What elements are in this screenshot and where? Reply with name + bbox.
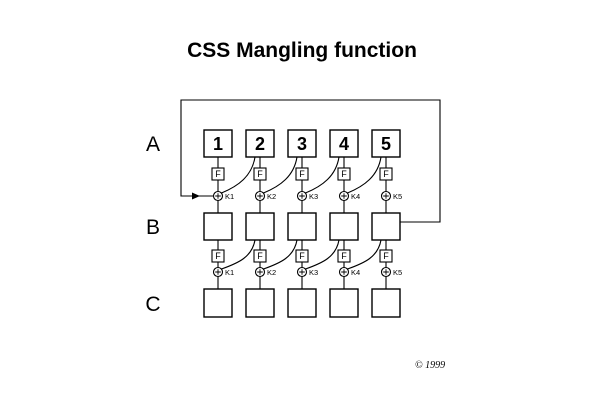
cross-wire xyxy=(347,156,382,194)
copyright-notice: © 1999 xyxy=(415,360,445,371)
xor-icon xyxy=(212,266,224,278)
input-box-5 xyxy=(371,129,401,158)
b-box-4 xyxy=(329,212,359,241)
round-1-cross-wires xyxy=(221,156,382,194)
f-label: F xyxy=(257,251,263,261)
c-box-5 xyxy=(371,288,401,318)
f-label: F xyxy=(299,169,305,179)
f-function-box xyxy=(211,249,225,263)
xor-icon xyxy=(212,190,224,202)
f-label: F xyxy=(341,251,347,261)
input-box-4-label: 4 xyxy=(339,134,349,154)
cross-wire xyxy=(263,239,298,270)
b-box-3 xyxy=(287,212,317,241)
input-box-2 xyxy=(245,129,275,158)
xor-icon xyxy=(380,266,392,278)
f-label: F xyxy=(341,169,347,179)
c-box-1 xyxy=(203,288,233,318)
b-box-1 xyxy=(203,212,233,241)
row-label-c: C xyxy=(145,293,160,316)
xor-icon xyxy=(296,190,308,202)
f-function-box xyxy=(379,167,393,181)
xor-icon xyxy=(254,190,266,202)
f-function-box xyxy=(295,249,309,263)
key-label-k5: K5 xyxy=(393,268,402,277)
key-label-k2: K2 xyxy=(267,268,276,277)
xor-icon xyxy=(296,266,308,278)
b-box-5 xyxy=(371,212,401,241)
f-function-box xyxy=(253,167,267,181)
input-box-1 xyxy=(203,129,233,158)
f-function-box xyxy=(253,249,267,263)
input-box-3 xyxy=(287,129,317,158)
column-2: 2 F K2 F K2 xyxy=(245,129,276,318)
f-function-box xyxy=(379,249,393,263)
f-label: F xyxy=(299,251,305,261)
f-label: F xyxy=(383,169,389,179)
b-box-2 xyxy=(245,212,275,241)
xor-icon xyxy=(380,190,392,202)
row-label-b: B xyxy=(146,216,160,239)
column-3: 3 F K3 F K3 xyxy=(287,129,318,318)
f-label: F xyxy=(257,169,263,179)
input-box-1-label: 1 xyxy=(213,134,223,154)
feedback-wire xyxy=(180,99,441,223)
xor-icon xyxy=(254,266,266,278)
key-label-k4: K4 xyxy=(351,268,360,277)
key-label-k4: K4 xyxy=(351,192,360,201)
f-function-box xyxy=(211,167,225,181)
round-2-cross-wires xyxy=(221,239,382,270)
f-function-box xyxy=(295,167,309,181)
key-label-k5: K5 xyxy=(393,192,402,201)
row-label-a: A xyxy=(146,133,160,156)
f-function-box xyxy=(337,249,351,263)
column-1: 1 F K1 F K1 xyxy=(203,129,234,318)
xor-icon xyxy=(338,266,350,278)
column-4: 4 F K4 F K4 xyxy=(329,129,360,318)
key-label-k3: K3 xyxy=(309,268,318,277)
page-title: CSS Mangling function xyxy=(187,39,417,62)
c-box-2 xyxy=(245,288,275,318)
cross-wire xyxy=(221,239,256,270)
input-box-4 xyxy=(329,129,359,158)
cross-wire xyxy=(305,239,340,270)
input-box-3-label: 3 xyxy=(297,134,307,154)
f-label: F xyxy=(215,251,221,261)
column-5: 5 F K5 F K5 xyxy=(371,129,402,318)
xor-icon xyxy=(338,190,350,202)
key-label-k1: K1 xyxy=(225,192,234,201)
f-label: F xyxy=(383,251,389,261)
key-label-k3: K3 xyxy=(309,192,318,201)
c-box-3 xyxy=(287,288,317,318)
cross-wire xyxy=(263,156,298,194)
c-box-4 xyxy=(329,288,359,318)
f-function-box xyxy=(337,167,351,181)
key-label-k2: K2 xyxy=(267,192,276,201)
arrowhead-icon xyxy=(192,192,200,200)
cross-wire xyxy=(347,239,382,270)
input-box-5-label: 5 xyxy=(381,134,391,154)
cross-wire xyxy=(221,156,256,194)
cross-wire xyxy=(305,156,340,194)
input-box-2-label: 2 xyxy=(255,134,265,154)
f-label: F xyxy=(215,169,221,179)
key-label-k1: K1 xyxy=(225,268,234,277)
